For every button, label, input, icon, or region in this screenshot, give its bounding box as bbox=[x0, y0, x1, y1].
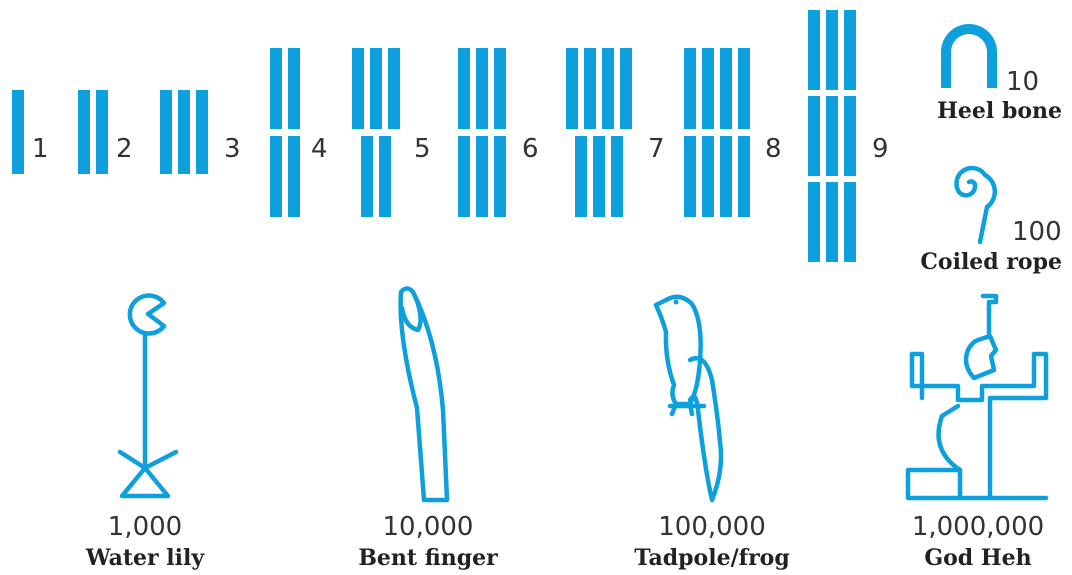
tadpole-frog-name: Tadpole/frog bbox=[634, 545, 789, 571]
stroke-bar-9-2-3 bbox=[844, 96, 856, 176]
stroke-bar-3-1-2 bbox=[178, 90, 190, 174]
water-lily-name: Water lily bbox=[85, 545, 206, 571]
stroke-bar-6-1-2 bbox=[476, 48, 488, 129]
heel-bone-icon bbox=[941, 24, 997, 88]
stroke-bar-8-2-3 bbox=[720, 136, 732, 217]
stroke-bar-4-2-1 bbox=[270, 136, 282, 217]
stroke-bar-8-2-1 bbox=[684, 136, 696, 217]
stroke-bar-7-1-3 bbox=[602, 48, 614, 129]
stroke-bar-8-2-4 bbox=[738, 136, 750, 217]
stroke-group-1: 1 bbox=[12, 90, 49, 174]
bent-finger-icon bbox=[398, 286, 450, 503]
stroke-bars-7 bbox=[566, 48, 632, 217]
stroke-group-5: 5 bbox=[352, 48, 431, 217]
stroke-bar-5-2-2 bbox=[379, 136, 391, 217]
god-heh-icon bbox=[905, 293, 1049, 501]
stroke-bars-6 bbox=[458, 48, 506, 217]
stroke-bar-6-2-3 bbox=[494, 136, 506, 217]
stroke-bar-3-1-3 bbox=[196, 90, 208, 174]
stroke-bar-9-3-1 bbox=[808, 182, 820, 262]
stroke-bar-7-1-4 bbox=[620, 48, 632, 129]
stroke-bars-2 bbox=[78, 90, 108, 174]
stroke-label-6: 6 bbox=[522, 134, 539, 164]
stroke-bars-9 bbox=[808, 10, 856, 262]
stroke-bar-8-1-2 bbox=[702, 48, 714, 129]
stroke-bar-5-1-1 bbox=[352, 48, 364, 129]
stroke-bar-3-1-1 bbox=[160, 90, 172, 174]
coiled-rope-icon bbox=[954, 165, 998, 245]
stroke-bar-6-2-1 bbox=[458, 136, 470, 217]
stroke-bar-4-1-1 bbox=[270, 48, 282, 129]
water-lily-symbol: 1,000 Water lily bbox=[85, 293, 206, 571]
stroke-bar-4-1-2 bbox=[288, 48, 300, 129]
stroke-label-8: 8 bbox=[765, 134, 782, 164]
stroke-bars-3 bbox=[160, 90, 208, 174]
stroke-bar-9-3-2 bbox=[826, 182, 838, 262]
stroke-bar-5-2-1 bbox=[361, 136, 373, 217]
stroke-bar-7-2-3 bbox=[611, 136, 623, 217]
stroke-bar-7-2-1 bbox=[575, 136, 587, 217]
god-heh-name: God Heh bbox=[924, 545, 1031, 571]
coiled-rope-symbol: 100 Coiled rope bbox=[920, 165, 1062, 275]
stroke-numerals-row: 1 2 3 4 5 6 7 8 bbox=[12, 10, 889, 262]
stroke-bar-9-1-1 bbox=[808, 10, 820, 90]
stroke-label-4: 4 bbox=[311, 134, 328, 164]
stroke-bar-8-2-2 bbox=[702, 136, 714, 217]
bent-finger-name: Bent finger bbox=[358, 545, 498, 571]
heel-bone-value: 10 bbox=[1006, 67, 1039, 97]
stroke-bar-7-1-2 bbox=[584, 48, 596, 129]
stroke-bar-9-2-1 bbox=[808, 96, 820, 176]
stroke-bars-4 bbox=[270, 48, 300, 217]
god-heh-value: 1,000,000 bbox=[912, 512, 1044, 542]
stroke-bar-4-2-2 bbox=[288, 136, 300, 217]
bent-finger-symbol: 10,000 Bent finger bbox=[358, 286, 498, 571]
stroke-label-9: 9 bbox=[872, 134, 889, 164]
stroke-group-7: 7 bbox=[566, 48, 665, 217]
stroke-bar-6-2-2 bbox=[476, 136, 488, 217]
stroke-bar-1-1-1 bbox=[12, 90, 24, 174]
tadpole-frog-symbol: 100,000 Tadpole/frog bbox=[634, 294, 790, 571]
stroke-bar-5-1-2 bbox=[370, 48, 382, 129]
stroke-bar-8-1-1 bbox=[684, 48, 696, 129]
stroke-bar-9-1-2 bbox=[826, 10, 838, 90]
god-heh-symbol: 1,000,000 God Heh bbox=[905, 293, 1049, 571]
stroke-bar-7-2-2 bbox=[593, 136, 605, 217]
stroke-bar-8-1-4 bbox=[738, 48, 750, 129]
stroke-bar-2-1-2 bbox=[96, 90, 108, 174]
stroke-bar-7-1-1 bbox=[566, 48, 578, 129]
stroke-bar-6-1-3 bbox=[494, 48, 506, 129]
stroke-group-8: 8 bbox=[684, 48, 782, 217]
stroke-bar-9-3-3 bbox=[844, 182, 856, 262]
stroke-label-2: 2 bbox=[116, 134, 133, 164]
stroke-bars-5 bbox=[352, 48, 400, 217]
stroke-bars-8 bbox=[684, 48, 750, 217]
heel-bone-symbol: 10 Heel bone bbox=[937, 24, 1062, 124]
stroke-group-6: 6 bbox=[458, 48, 539, 217]
stroke-label-3: 3 bbox=[224, 134, 241, 164]
stroke-bars-1 bbox=[12, 90, 24, 174]
stroke-group-9: 9 bbox=[808, 10, 889, 262]
stroke-bar-9-2-2 bbox=[826, 96, 838, 176]
coiled-rope-value: 100 bbox=[1012, 217, 1062, 247]
stroke-label-7: 7 bbox=[648, 134, 665, 164]
stroke-bar-9-1-3 bbox=[844, 10, 856, 90]
stroke-label-1: 1 bbox=[32, 134, 49, 164]
coiled-rope-name: Coiled rope bbox=[920, 249, 1062, 275]
stroke-group-3: 3 bbox=[160, 90, 241, 174]
stroke-bar-2-1-1 bbox=[78, 90, 90, 174]
stroke-group-2: 2 bbox=[78, 90, 133, 174]
stroke-bar-8-1-3 bbox=[720, 48, 732, 129]
heel-bone-name: Heel bone bbox=[937, 98, 1062, 124]
stroke-group-4: 4 bbox=[270, 48, 328, 217]
stroke-bar-5-1-3 bbox=[388, 48, 400, 129]
bent-finger-value: 10,000 bbox=[383, 512, 474, 542]
water-lily-icon bbox=[117, 293, 179, 499]
tadpole-frog-icon bbox=[653, 294, 724, 503]
water-lily-value: 1,000 bbox=[108, 512, 182, 542]
tadpole-frog-value: 100,000 bbox=[658, 512, 766, 542]
stroke-label-5: 5 bbox=[414, 134, 431, 164]
stroke-bar-6-1-1 bbox=[458, 48, 470, 129]
